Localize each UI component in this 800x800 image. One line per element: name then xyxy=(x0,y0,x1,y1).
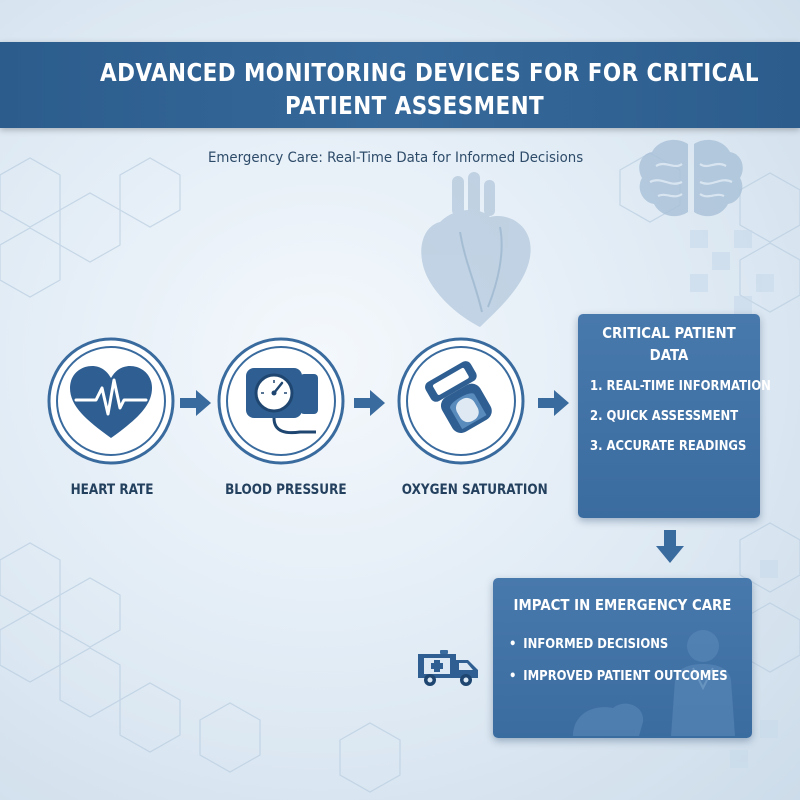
brain-icon xyxy=(639,139,743,217)
impact-box-item: • IMPROVED PATIENT OUTCOMES xyxy=(509,668,728,684)
pulse-oximeter-icon xyxy=(397,337,525,465)
device-label-blood-pressure: BLOOD PRESSURE xyxy=(225,482,347,498)
critical-box-title-line-1: CRITICAL PATIENT xyxy=(602,324,736,342)
impact-box: IMPACT IN EMERGENCY CARE • INFORMED DECIS… xyxy=(493,578,752,738)
critical-patient-data-box: CRITICAL PATIENT DATA 1. REAL-TIME INFOR… xyxy=(578,314,771,518)
page-title-line-2: PATIENT ASSESMENT xyxy=(285,91,545,120)
ambulance-icon xyxy=(418,650,478,686)
impact-item-label: IMPROVED PATIENT OUTCOMES xyxy=(523,668,728,684)
arrow-right-icon xyxy=(538,390,569,416)
doctor-silhouette-icon xyxy=(573,630,735,736)
arrow-right-icon xyxy=(354,390,385,416)
critical-box-item: 3. ACCURATE READINGS xyxy=(590,438,747,454)
blood-pressure-monitor-icon xyxy=(217,337,345,465)
page-subtitle: Emergency Care: Real-Time Data for Infor… xyxy=(208,150,584,166)
page-title-line-1: ADVANCED MONITORING DEVICES FOR FOR CRIT… xyxy=(100,58,760,87)
bullet-icon: • xyxy=(509,636,517,652)
impact-item-label: INFORMED DECISIONS xyxy=(523,636,669,652)
critical-box-title-line-2: DATA xyxy=(649,346,689,364)
arrow-right-icon xyxy=(180,390,211,416)
impact-box-item: • INFORMED DECISIONS xyxy=(509,636,668,652)
critical-box-item: 1. REAL-TIME INFORMATION xyxy=(590,378,771,394)
heart-monitor-icon xyxy=(47,337,175,465)
impact-box-title: IMPACT IN EMERGENCY CARE xyxy=(513,596,732,614)
title-banner: ADVANCED MONITORING DEVICES FOR FOR CRIT… xyxy=(0,42,800,128)
critical-box-item: 2. QUICK ASSESSMENT xyxy=(590,408,739,424)
arrow-down-icon xyxy=(656,530,684,563)
anatomical-heart-icon xyxy=(421,172,531,327)
device-label-heart-rate: HEART RATE xyxy=(70,482,154,498)
bullet-icon: • xyxy=(509,668,517,684)
device-label-oxygen-saturation: OXYGEN SATURATION xyxy=(401,482,548,498)
